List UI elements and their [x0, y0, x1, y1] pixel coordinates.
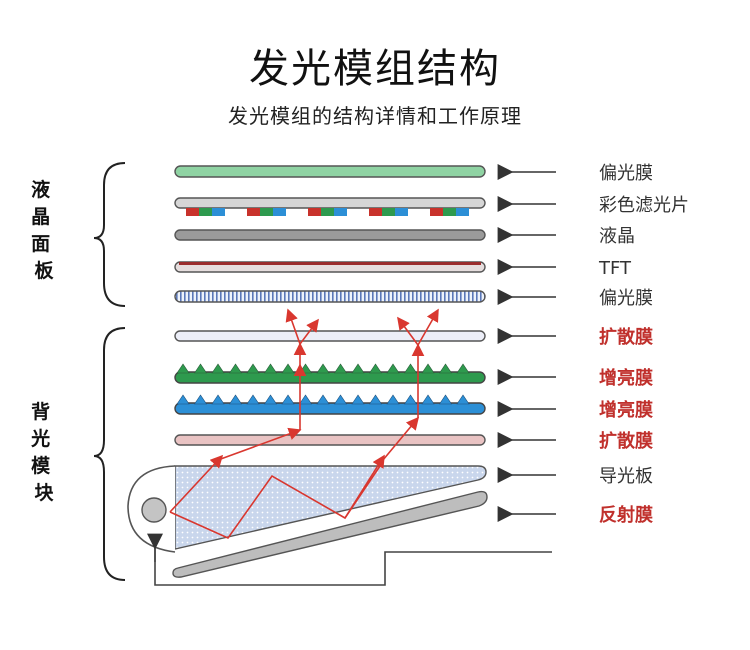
layer-polarizer-top [174, 165, 486, 178]
layer-pointers [497, 164, 556, 522]
frame-line [154, 548, 552, 586]
backlight-char-1: 背 [31, 400, 50, 423]
prism-tooth [228, 363, 243, 374]
lamp [141, 497, 167, 523]
lamp-housing [127, 465, 176, 553]
label-tft: TFT [598, 258, 632, 279]
label-reflector: 反射膜 [599, 504, 653, 526]
prism-tooth [228, 394, 243, 405]
layer-prism-top [174, 363, 486, 384]
label-color-filter: 彩色滤光片 [599, 195, 689, 216]
prism-tooth [193, 363, 208, 374]
layer-diffuser-bottom [174, 434, 486, 446]
layer-diffuser-top [174, 330, 486, 342]
prism-tooth [421, 394, 435, 405]
prism-tooth [298, 363, 313, 374]
prism-tooth [438, 394, 453, 405]
lcd-panel-group: 液 晶 面 板 [31, 162, 126, 307]
layer-color-filter [174, 197, 486, 216]
prism-tooth [246, 394, 260, 405]
backlight-label: 背 光 模 块 [30, 400, 57, 504]
prism-tooth [456, 394, 470, 405]
label-prism-top: 增亮膜 [599, 367, 653, 389]
page-title: 发光模组结构 [249, 46, 501, 92]
prism-tooth [316, 394, 330, 405]
layer-liquid-crystal [174, 229, 486, 241]
prism-tooth [281, 394, 295, 405]
prism-tooth [176, 394, 190, 405]
prism-tooth [263, 363, 278, 374]
label-polarizer-bottom: 偏光膜 [599, 288, 653, 309]
prism-tooth [403, 363, 418, 374]
prism-tooth [421, 363, 435, 374]
color-filter-pixels [186, 208, 469, 216]
label-diffuser-bottom: 扩散膜 [599, 430, 653, 452]
layer-tft [174, 261, 486, 273]
prism-tooth [263, 394, 278, 405]
backlight-group: 背 光 模 块 [30, 327, 126, 581]
prism-tooth [333, 394, 348, 405]
prism-tooth [316, 363, 330, 374]
prism-tooth [211, 394, 225, 405]
prism-tooth [193, 394, 208, 405]
lcd-panel-brace [93, 162, 126, 307]
layer-polarizer-bottom [174, 290, 486, 303]
prism-tooth [298, 394, 313, 405]
backlight-brace [93, 327, 126, 581]
label-prism-bottom: 增亮膜 [599, 399, 653, 421]
lcd-panel-char-4: 板 [34, 259, 54, 282]
prism-tooth [351, 363, 365, 374]
prism-tooth [176, 363, 190, 374]
prism-tooth [246, 363, 260, 374]
prism-tooth [333, 363, 348, 374]
layer-light-guide [174, 465, 487, 550]
prism-tooth [368, 394, 383, 405]
lcd-panel-char-3: 面 [31, 233, 50, 255]
lcd-panel-char-2: 晶 [31, 206, 50, 228]
prism-tooth [281, 363, 295, 374]
light-rays [169, 308, 439, 539]
prism-tooth [438, 363, 453, 374]
layer-reflector [172, 490, 488, 578]
label-diffuser-top: 扩散膜 [599, 326, 653, 348]
prism-tooth [368, 363, 383, 374]
prism-tooth [386, 394, 400, 405]
backlight-char-2: 光 [30, 427, 50, 450]
prism-tooth [351, 394, 365, 405]
backlight-char-3: 模 [31, 454, 51, 477]
prism-tooth [386, 363, 400, 374]
label-polarizer-top: 偏光膜 [599, 163, 653, 184]
lcd-panel-label: 液 晶 面 板 [31, 178, 57, 282]
prism-tooth [211, 363, 225, 374]
layer-prism-bottom [174, 394, 486, 415]
lcd-panel-char-1: 液 [31, 178, 51, 201]
backlight-char-4: 块 [34, 482, 54, 504]
prism-tooth [403, 394, 418, 405]
label-light-guide: 导光板 [599, 466, 653, 487]
label-liquid-crystal: 液晶 [599, 226, 635, 247]
prism-tooth [456, 363, 470, 374]
page-subtitle: 发光模组的结构详情和工作原理 [228, 104, 522, 128]
